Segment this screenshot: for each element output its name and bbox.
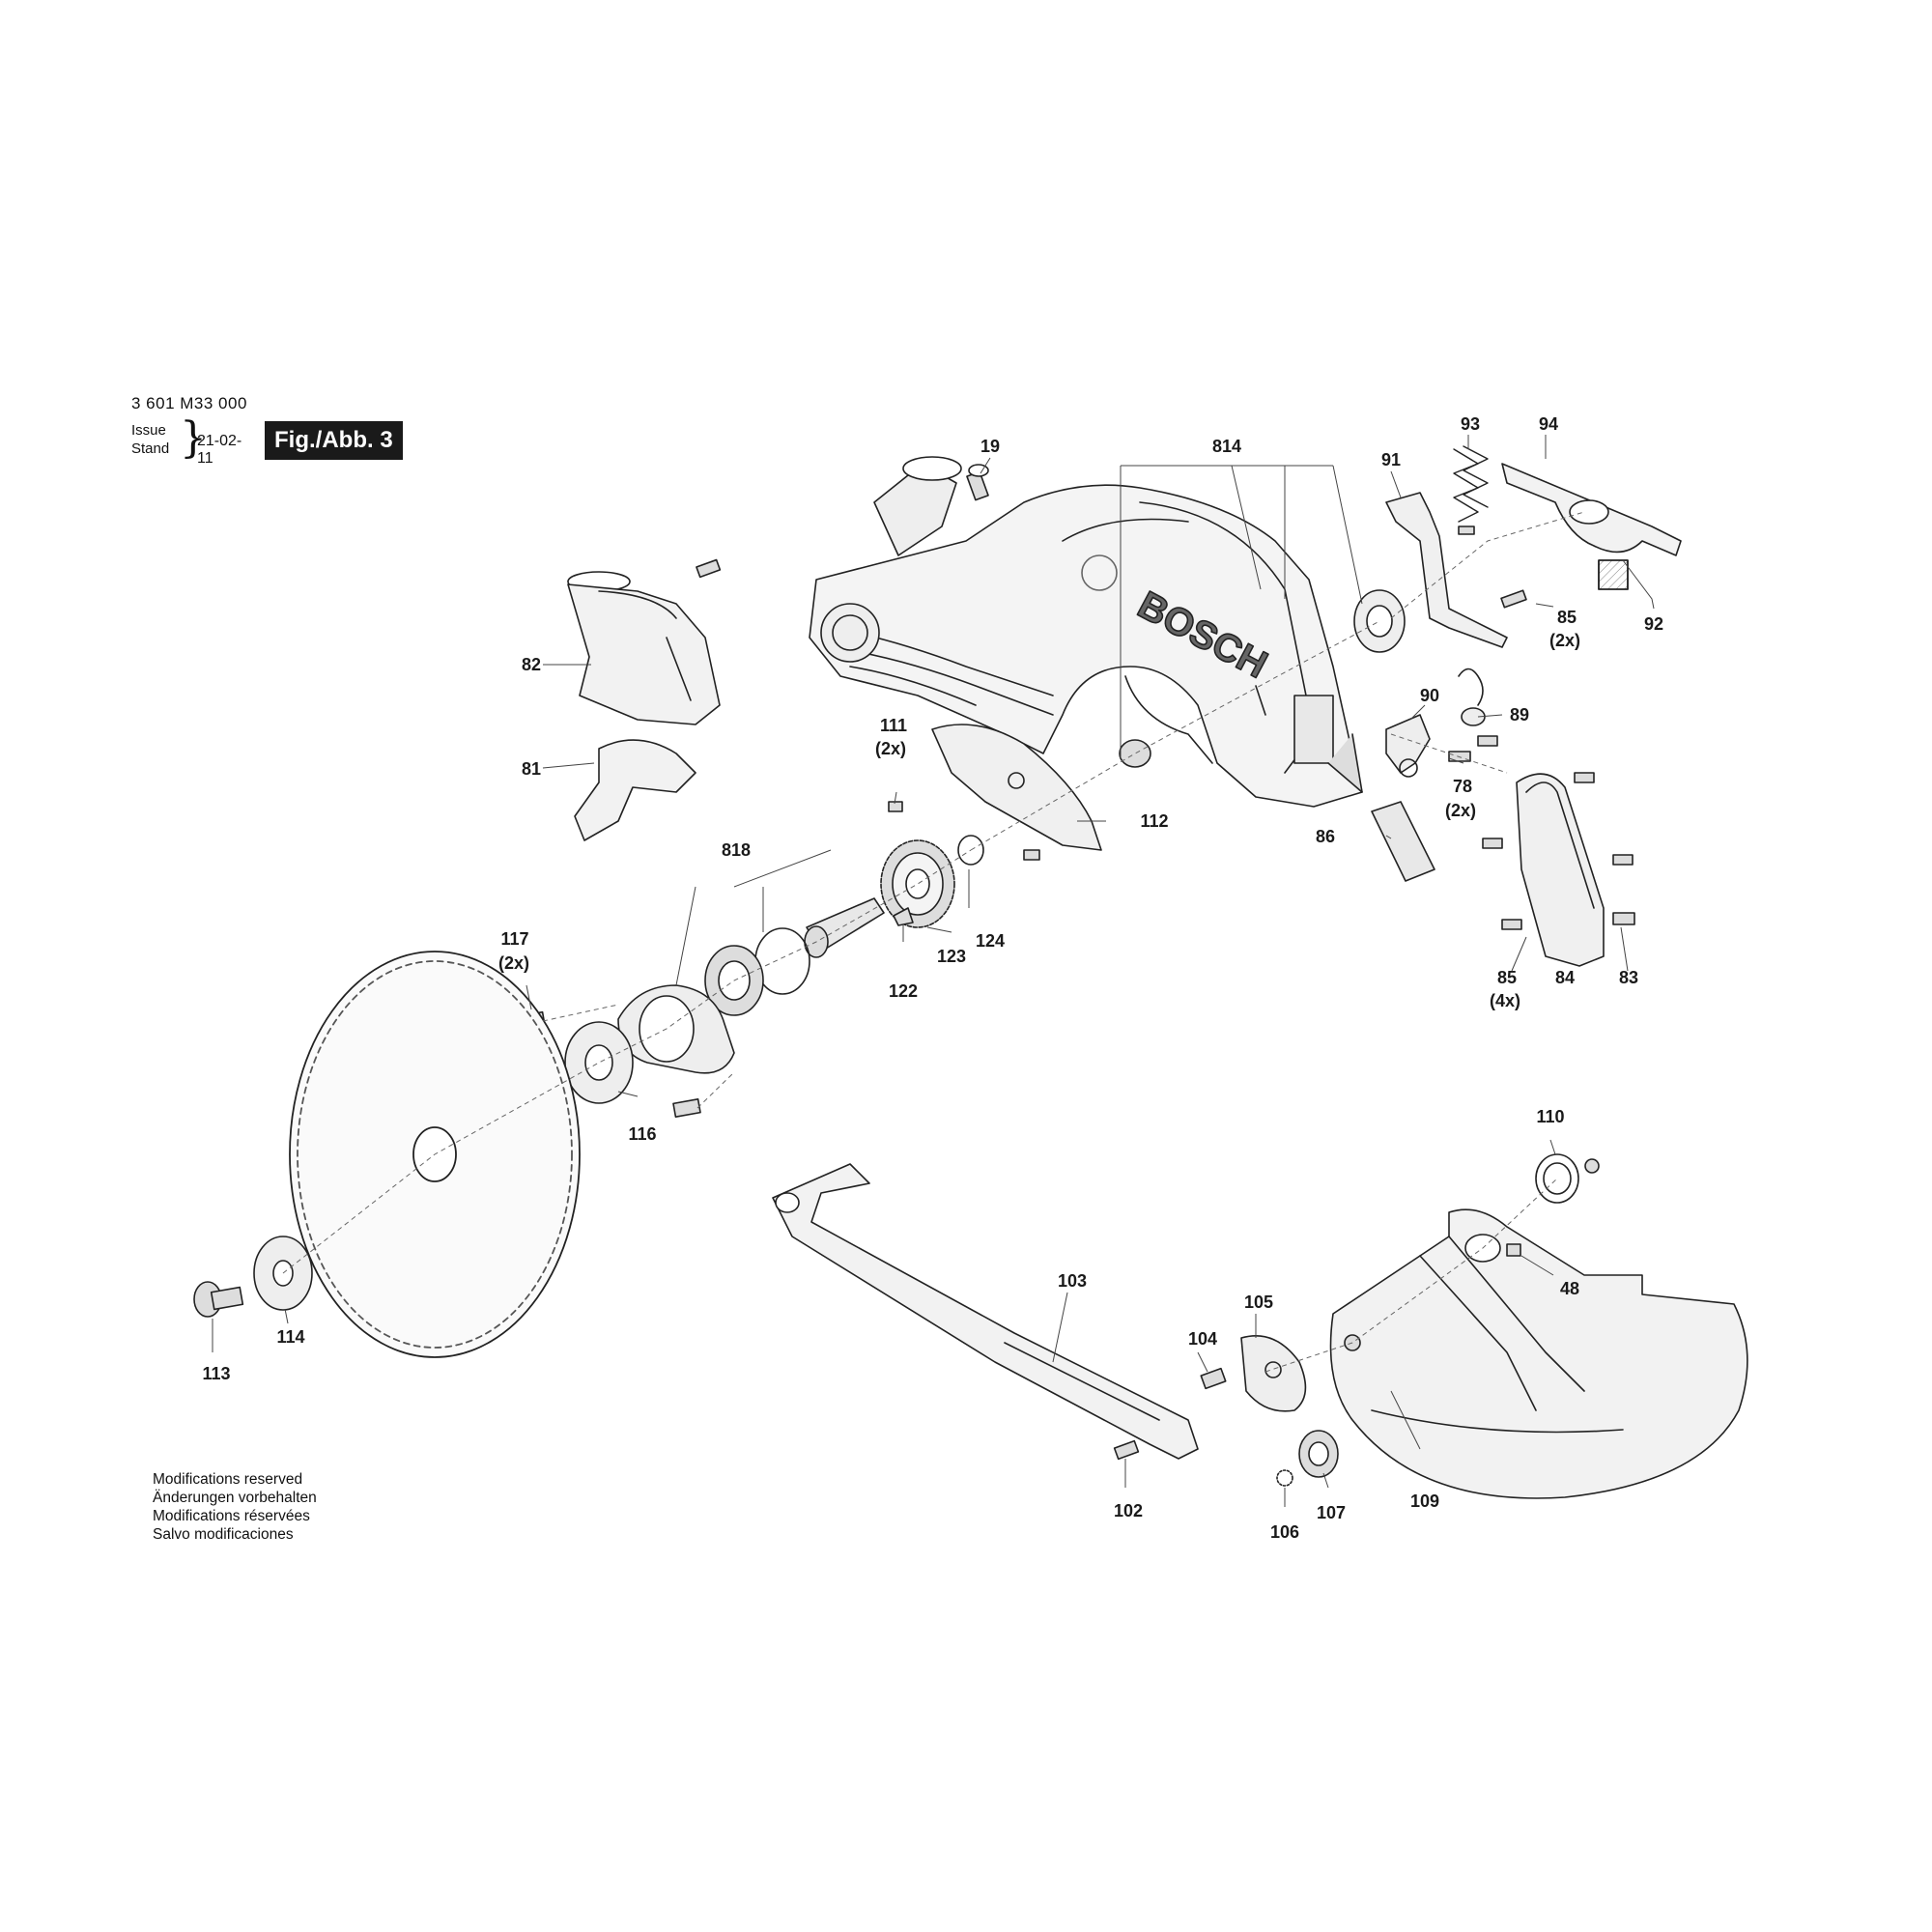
callout-109: 109 [1410,1492,1439,1511]
callout-85-bottom-qty: (4x) [1490,991,1520,1010]
modifications-note: Modifications reserved Änderungen vorbeh… [153,1470,317,1544]
callout-85-top-qty: (2x) [1549,631,1580,650]
ring-124 [957,835,984,866]
note-de: Änderungen vorbehalten [153,1490,317,1506]
note-fr: Modifications réservées [153,1508,310,1524]
callout-117: 117 [500,929,528,949]
spring-93 [1453,445,1489,523]
callout-818: 818 [722,840,751,860]
bushing-107 [1298,1430,1339,1478]
callout-90: 90 [1420,686,1439,705]
screw-82 [696,558,722,579]
document-number: 3 601 M33 000 [131,394,247,412]
axis-lines [282,511,1585,1373]
screw-112 [1023,849,1040,861]
figure-badge: Fig./Abb. 3 [265,421,403,460]
callout-122: 122 [889,981,918,1001]
screw-117b [672,1098,701,1118]
gear-123 [880,839,955,928]
brace-icon: } [180,413,207,463]
upper-guard-housing [809,456,1363,808]
key-122 [893,907,914,926]
callout-104: 104 [1188,1329,1217,1349]
note-es: Salvo modificaciones [153,1526,294,1543]
callout-105: 105 [1244,1293,1273,1312]
spring-110 [1535,1153,1579,1204]
callout-103: 103 [1058,1271,1087,1291]
shaft-818 [804,897,885,958]
callout-82: 82 [522,655,541,674]
callout-19: 19 [980,437,1000,456]
nut-48 [1506,1243,1521,1257]
callout-106: 106 [1270,1522,1299,1542]
issue-label: Issue [131,422,166,439]
flange-116 [564,1021,634,1104]
callout-110: 110 [1536,1107,1564,1126]
callout-92: 92 [1644,614,1663,634]
callout-94: 94 [1539,414,1558,434]
callout-85-top: 85 [1557,608,1577,627]
leader-lines [212,435,1655,1507]
bushing-814 [1119,739,1151,768]
callout-111: 111 [880,716,907,735]
issue-labels: Issue Stand [131,421,169,458]
screw-110 [1584,1158,1600,1174]
cover-84 [1516,773,1605,967]
callout-86: 86 [1316,827,1335,846]
screw-104 [1200,1367,1227,1390]
plate-105 [1240,1334,1307,1412]
clip-92 [1598,559,1629,590]
callout-123: 123 [937,947,966,966]
latch-90 [1385,714,1431,778]
callout-48: 48 [1560,1279,1579,1298]
arm-103 [772,1163,1199,1460]
callout-114: 114 [276,1327,304,1347]
bearing-814 [1353,589,1406,653]
screw-78 [1448,735,1498,762]
plate-86 [1371,801,1435,882]
screws-85-83 [1482,772,1635,930]
washer-106 [1276,1469,1293,1487]
callout-117-qty: (2x) [498,953,529,973]
screw-19 [966,464,989,501]
callout-83: 83 [1619,968,1638,987]
callout-85-bottom: 85 [1497,968,1517,987]
callout-102: 102 [1114,1501,1143,1520]
callout-78: 78 [1453,777,1472,796]
callout-124: 124 [976,931,1005,951]
screw-85-top [1500,589,1527,609]
callout-89: 89 [1510,705,1529,724]
callout-81: 81 [522,759,541,779]
stand-label: Stand [131,440,170,457]
callout-78-qty: (2x) [1445,801,1476,820]
chute-81 [574,739,696,841]
screw-111 [888,801,903,812]
callout-84: 84 [1555,968,1575,987]
bracket-91 [1385,492,1508,648]
dust-chute-82 [567,571,721,725]
callout-112: 112 [1140,811,1168,831]
callout-91: 91 [1381,450,1401,469]
issue-date: 21-02-11 [197,433,242,467]
callout-labels: 19 814 91 93 94 92 85 (2x) 82 81 90 89 7… [202,414,1663,1542]
note-en: Modifications reserved [153,1471,303,1488]
screw-102 [1113,1439,1140,1461]
spring-89 [1458,668,1486,726]
screw-93-small [1458,526,1475,535]
issue-block: Issue Stand } 21-02-11 Fig./Abb. 3 [131,417,403,467]
callout-113: 113 [202,1364,230,1383]
guard-plate-112 [931,724,1102,851]
lever-94 [1501,463,1682,556]
drawing-header: 3 601 M33 000 Issue Stand } 21-02-11 Fig… [131,394,403,467]
lower-guard-109 [1329,1208,1748,1499]
bolt-113 [193,1281,244,1318]
callout-814: 814 [1212,437,1241,456]
callout-93: 93 [1461,414,1480,434]
callout-111-qty: (2x) [875,739,906,758]
callout-107: 107 [1317,1503,1346,1522]
callout-116: 116 [628,1124,656,1144]
